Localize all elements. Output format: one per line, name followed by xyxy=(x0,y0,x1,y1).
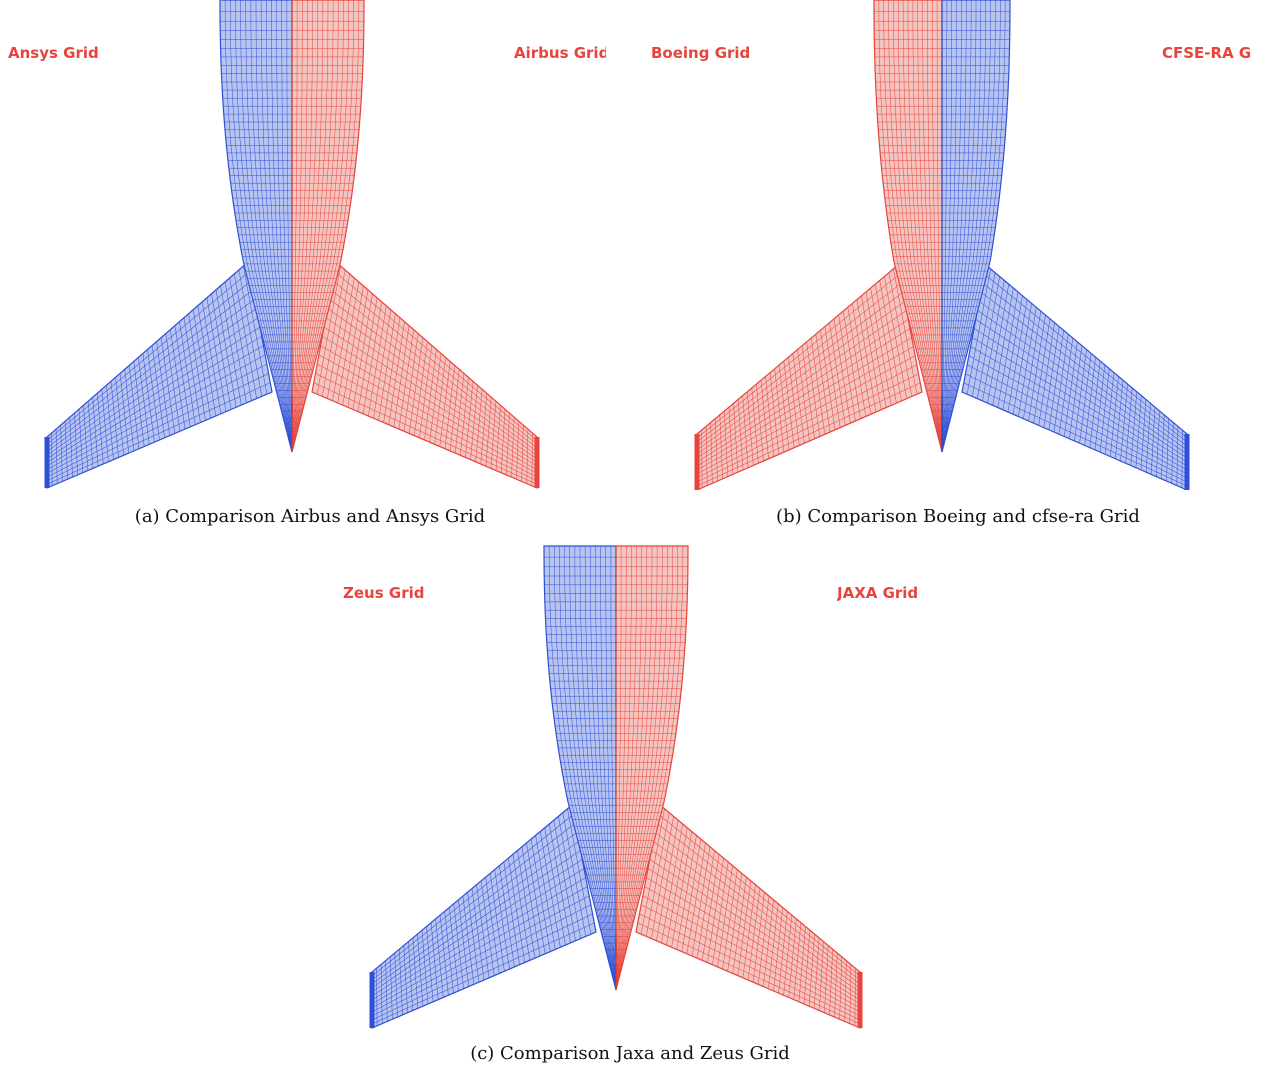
left-grid-label: Boeing Grid xyxy=(651,44,751,62)
left-half-mesh xyxy=(44,0,293,489)
left-grid-label: Zeus Grid xyxy=(343,584,425,602)
left-wing-lines xyxy=(46,265,271,486)
left-fuselage xyxy=(219,0,293,453)
left-half-mesh xyxy=(694,0,943,490)
right-grid-label: Airbus Grid xyxy=(514,44,606,62)
panel-a: Ansys Grid Airbus Grid (a) Comparison Ai… xyxy=(0,0,620,540)
right-grid-label: JAXA Grid xyxy=(837,584,919,602)
caption-c: (c) Comparison Jaxa and Zeus Grid xyxy=(470,1043,790,1064)
right-fuselage-lines xyxy=(615,545,688,991)
left-half-mesh xyxy=(369,545,617,1029)
left-fuselage-lines xyxy=(874,0,943,453)
panel-b: Boeing Grid CFSE-RA G (b) Comparison Boe… xyxy=(645,0,1271,540)
panel-c: Zeus Grid JAXA Grid (c) Comparison Jaxa … xyxy=(300,540,960,1073)
right-grid-label: CFSE-RA G xyxy=(1162,44,1252,62)
right-wing-lines xyxy=(963,268,1188,488)
mesh-diagram-b xyxy=(694,0,1190,490)
right-half-mesh xyxy=(291,0,540,489)
right-fuselage-lines xyxy=(291,0,364,453)
left-fuselage-lines xyxy=(220,0,293,453)
right-fuselage xyxy=(291,0,365,453)
caption-b: (b) Comparison Boeing and cfse-ra Grid xyxy=(776,506,1140,527)
mesh-diagram-c xyxy=(369,545,863,1029)
right-fuselage-lines xyxy=(941,0,1010,453)
right-wing-lines xyxy=(313,265,538,486)
mesh-diagram-a xyxy=(44,0,540,489)
right-wing-lines xyxy=(637,808,861,1026)
right-half-mesh xyxy=(615,545,863,1029)
right-half-mesh xyxy=(941,0,1190,490)
left-fuselage-lines xyxy=(544,545,617,991)
left-wing-lines xyxy=(371,808,595,1026)
caption-a: (a) Comparison Airbus and Ansys Grid xyxy=(134,506,486,527)
left-grid-label: Ansys Grid xyxy=(8,44,99,62)
left-wing-lines xyxy=(696,268,921,488)
